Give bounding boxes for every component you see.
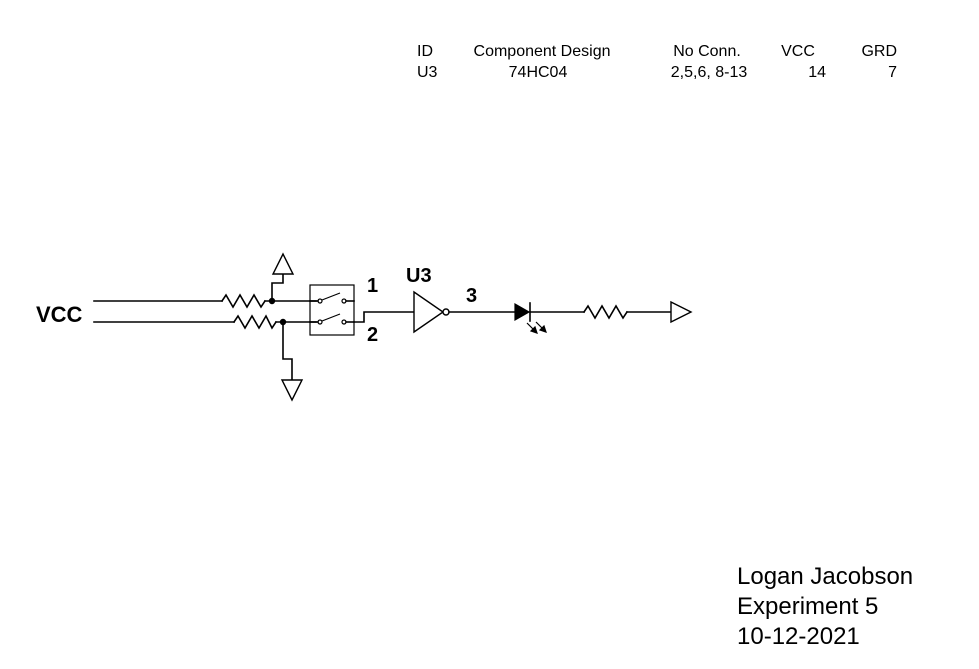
experiment-label: Experiment 5 [737, 593, 878, 620]
wire-bottom-branch [282, 321, 293, 381]
resistor-output [582, 304, 629, 320]
led-ray-1-head [529, 325, 538, 334]
table-header-id: ID [417, 43, 433, 60]
switch-block [309, 284, 355, 336]
inverter-u3 [413, 290, 445, 334]
led-ray-2-head [538, 324, 547, 333]
table-header-grd: GRD [861, 43, 897, 60]
chip-label: U3 [406, 265, 432, 287]
table-cell-noconn: 2,5,6, 8-13 [671, 64, 748, 81]
led [514, 302, 547, 334]
table-cell-id: U3 [417, 64, 438, 81]
switch-box [309, 284, 355, 336]
table-cell-design: 74HC04 [509, 64, 568, 81]
table-header-noconn: No Conn. [673, 43, 741, 60]
pin-1-label: 1 [367, 275, 378, 297]
switch-lever-bottom [321, 313, 341, 322]
resistor-top [220, 293, 267, 309]
table-header-vcc: VCC [781, 43, 815, 60]
inverter-bubble [442, 308, 450, 316]
switch-lever-top [321, 292, 341, 301]
ground-arrow-bottom [280, 379, 304, 402]
author-name: Logan Jacobson [737, 563, 913, 590]
wire-switch-to-inverter [353, 311, 415, 323]
component-table: ID Component Design No Conn. VCC GRD U3 … [417, 43, 897, 81]
table-cell-grd: 7 [888, 64, 897, 81]
date-label: 10-12-2021 [737, 623, 860, 650]
led-triangle [514, 302, 531, 322]
ground-arrow-top [271, 252, 295, 275]
vcc-label: VCC [36, 302, 83, 327]
wire-top-branch [271, 273, 284, 302]
title-block: Logan Jacobson Experiment 5 10-12-2021 [737, 563, 913, 650]
table-cell-vcc: 14 [808, 64, 826, 81]
output-arrow [670, 300, 693, 324]
pin-3-label: 3 [466, 285, 477, 307]
pin-2-label: 2 [367, 324, 378, 346]
table-header-design: Component Design [474, 43, 611, 60]
resistor-bottom [232, 314, 278, 330]
